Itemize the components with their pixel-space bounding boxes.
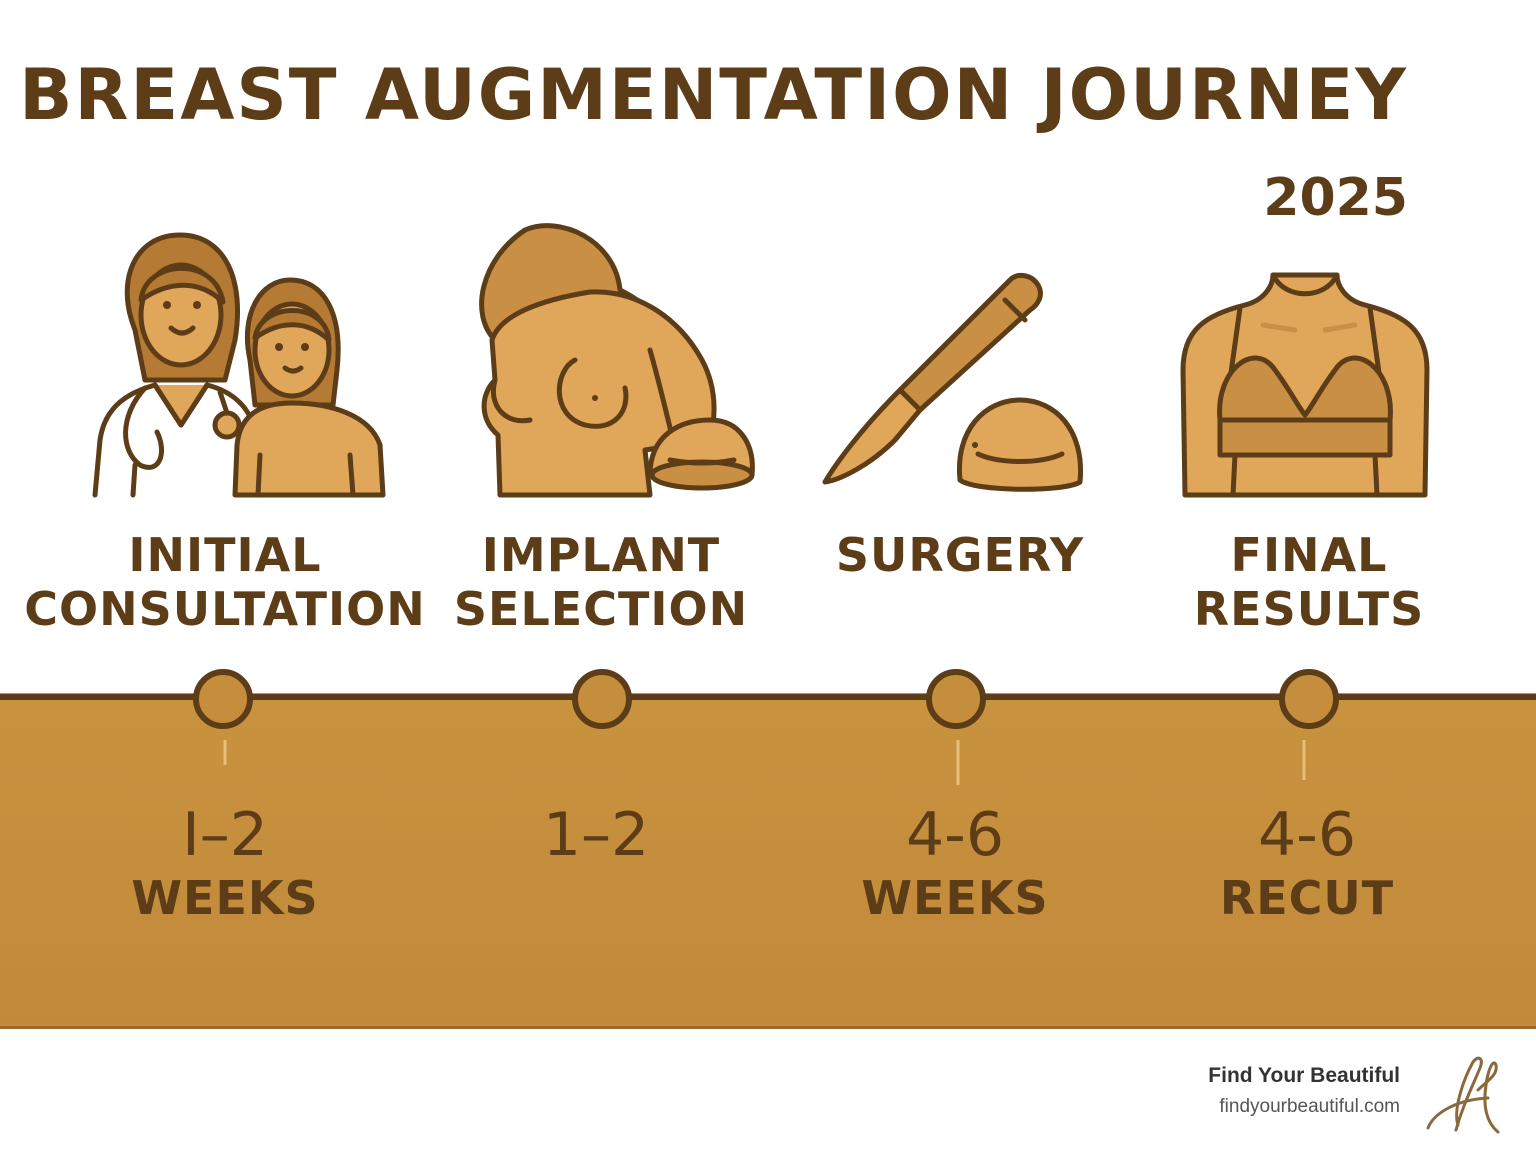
duration-number: 1–2 (542, 800, 650, 870)
stage-label-final-results: FINAL RESULTS (1099, 528, 1519, 636)
duration-unit: WEEKS (131, 871, 319, 925)
scalpel-implant-icon (822, 272, 1084, 492)
stage-label-line: INITIAL (128, 528, 322, 582)
torso-implant-icon (479, 223, 755, 498)
stage-label-line: FINAL (1230, 528, 1388, 582)
brand-url[interactable]: findyourbeautiful.com (1219, 1096, 1400, 1117)
duration-number: I–2 (182, 800, 268, 870)
stage-label-surgery: SURGERY (750, 528, 1170, 582)
stage-label-line: RESULTS (1193, 582, 1425, 636)
stage-label-line: SELECTION (453, 582, 749, 636)
duration-implant-selection: 1–2 (416, 800, 776, 870)
year-label: 2025 (1263, 168, 1408, 228)
stage-label-line: CONSULTATION (24, 582, 426, 636)
duration-initial-consultation: I–2 WEEKS (45, 800, 405, 926)
brand-name: Find Your Beautiful (1208, 1064, 1400, 1087)
duration-unit: RECUT (1219, 871, 1395, 925)
timeline-band (0, 693, 1536, 1029)
stage-label-line: IMPLANT (481, 528, 721, 582)
duration-unit: WEEKS (861, 871, 1049, 925)
stage-label-line: SURGERY (835, 528, 1085, 582)
stage-label-implant-selection: IMPLANT SELECTION (391, 528, 811, 636)
bra-torso-icon (1180, 272, 1430, 498)
page-title: BREAST AUGMENTATION JOURNEY (19, 54, 1408, 136)
duration-number: 4-6 (906, 800, 1004, 870)
duration-number: 4-6 (1258, 800, 1356, 870)
duration-surgery: 4-6 WEEKS (775, 800, 1135, 926)
brand-block: Find Your Beautiful findyourbeautiful.co… (1208, 1064, 1400, 1118)
script-h-logo-icon (1426, 1056, 1500, 1134)
duration-final-results: 4-6 RECUT (1127, 800, 1487, 926)
stage-label-initial-consultation: INITIAL CONSULTATION (15, 528, 435, 636)
doctor-patient-icon (92, 232, 386, 498)
